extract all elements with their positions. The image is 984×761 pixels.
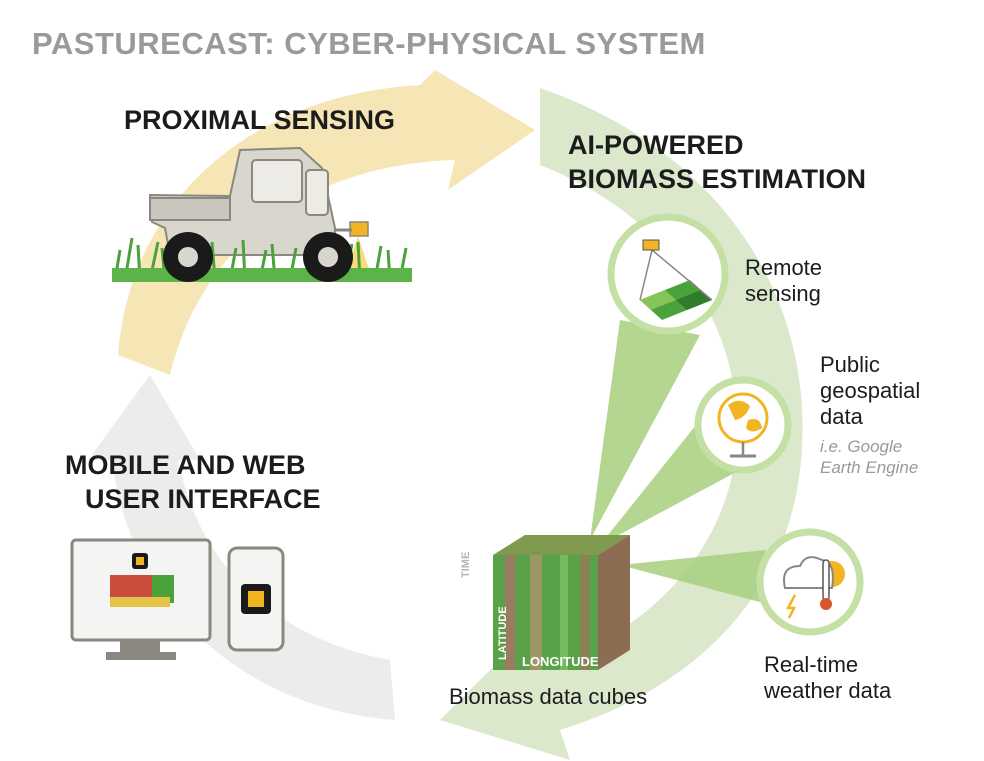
data-cube-caption: Biomass data cubes (449, 684, 648, 709)
ai-heading-line1: AI-POWERED (568, 130, 744, 160)
mobile-phone-icon (227, 546, 285, 652)
utv-vehicle-icon (148, 146, 372, 278)
public-label-line1: Public (820, 352, 880, 377)
grass-base (112, 268, 412, 282)
public-label-line2: geospatial (820, 378, 921, 403)
remote-beam (590, 320, 700, 540)
weather-label-real: Real- (764, 652, 817, 677)
cube-axis-time: TIME (460, 551, 472, 578)
ai-heading-line2: BIOMASS ESTIMATION (568, 164, 867, 194)
cube-axis-longitude: LONGITUDE (522, 654, 599, 669)
yellow-cycle-arrow (118, 70, 535, 375)
proximal-sensing-heading: PROXIMAL SENSING (124, 105, 396, 135)
globe-icon (694, 376, 792, 474)
ui-heading-line2: USER INTERFACE (85, 484, 321, 514)
cube-axis-latitude: LATITUDE (497, 606, 509, 660)
utv-wheels (163, 232, 353, 282)
desktop-monitor-icon (70, 538, 212, 660)
gray-cycle-arrow (88, 375, 395, 720)
biomass-data-cube-icon (493, 535, 630, 670)
public-note-line1: i.e. Google (820, 437, 903, 456)
remote-label-line1: Remote (745, 255, 823, 280)
ui-heading-line1: MOBILE AND WEB (65, 450, 306, 480)
weather-icon (756, 528, 864, 636)
weather-label-time: time (816, 652, 859, 677)
weather-label-line2: weather data (764, 678, 892, 703)
public-note-line2: Earth Engine (820, 458, 919, 477)
public-label-line3: data (820, 404, 863, 429)
remote-sensing-icon (607, 213, 729, 335)
weather-label-line1: Real-time (764, 652, 858, 678)
remote-label-line2: sensing (745, 281, 821, 306)
page-title: PASTURECAST: CYBER-PHYSICAL SYSTEM (32, 26, 706, 61)
weather-beam (620, 550, 790, 610)
